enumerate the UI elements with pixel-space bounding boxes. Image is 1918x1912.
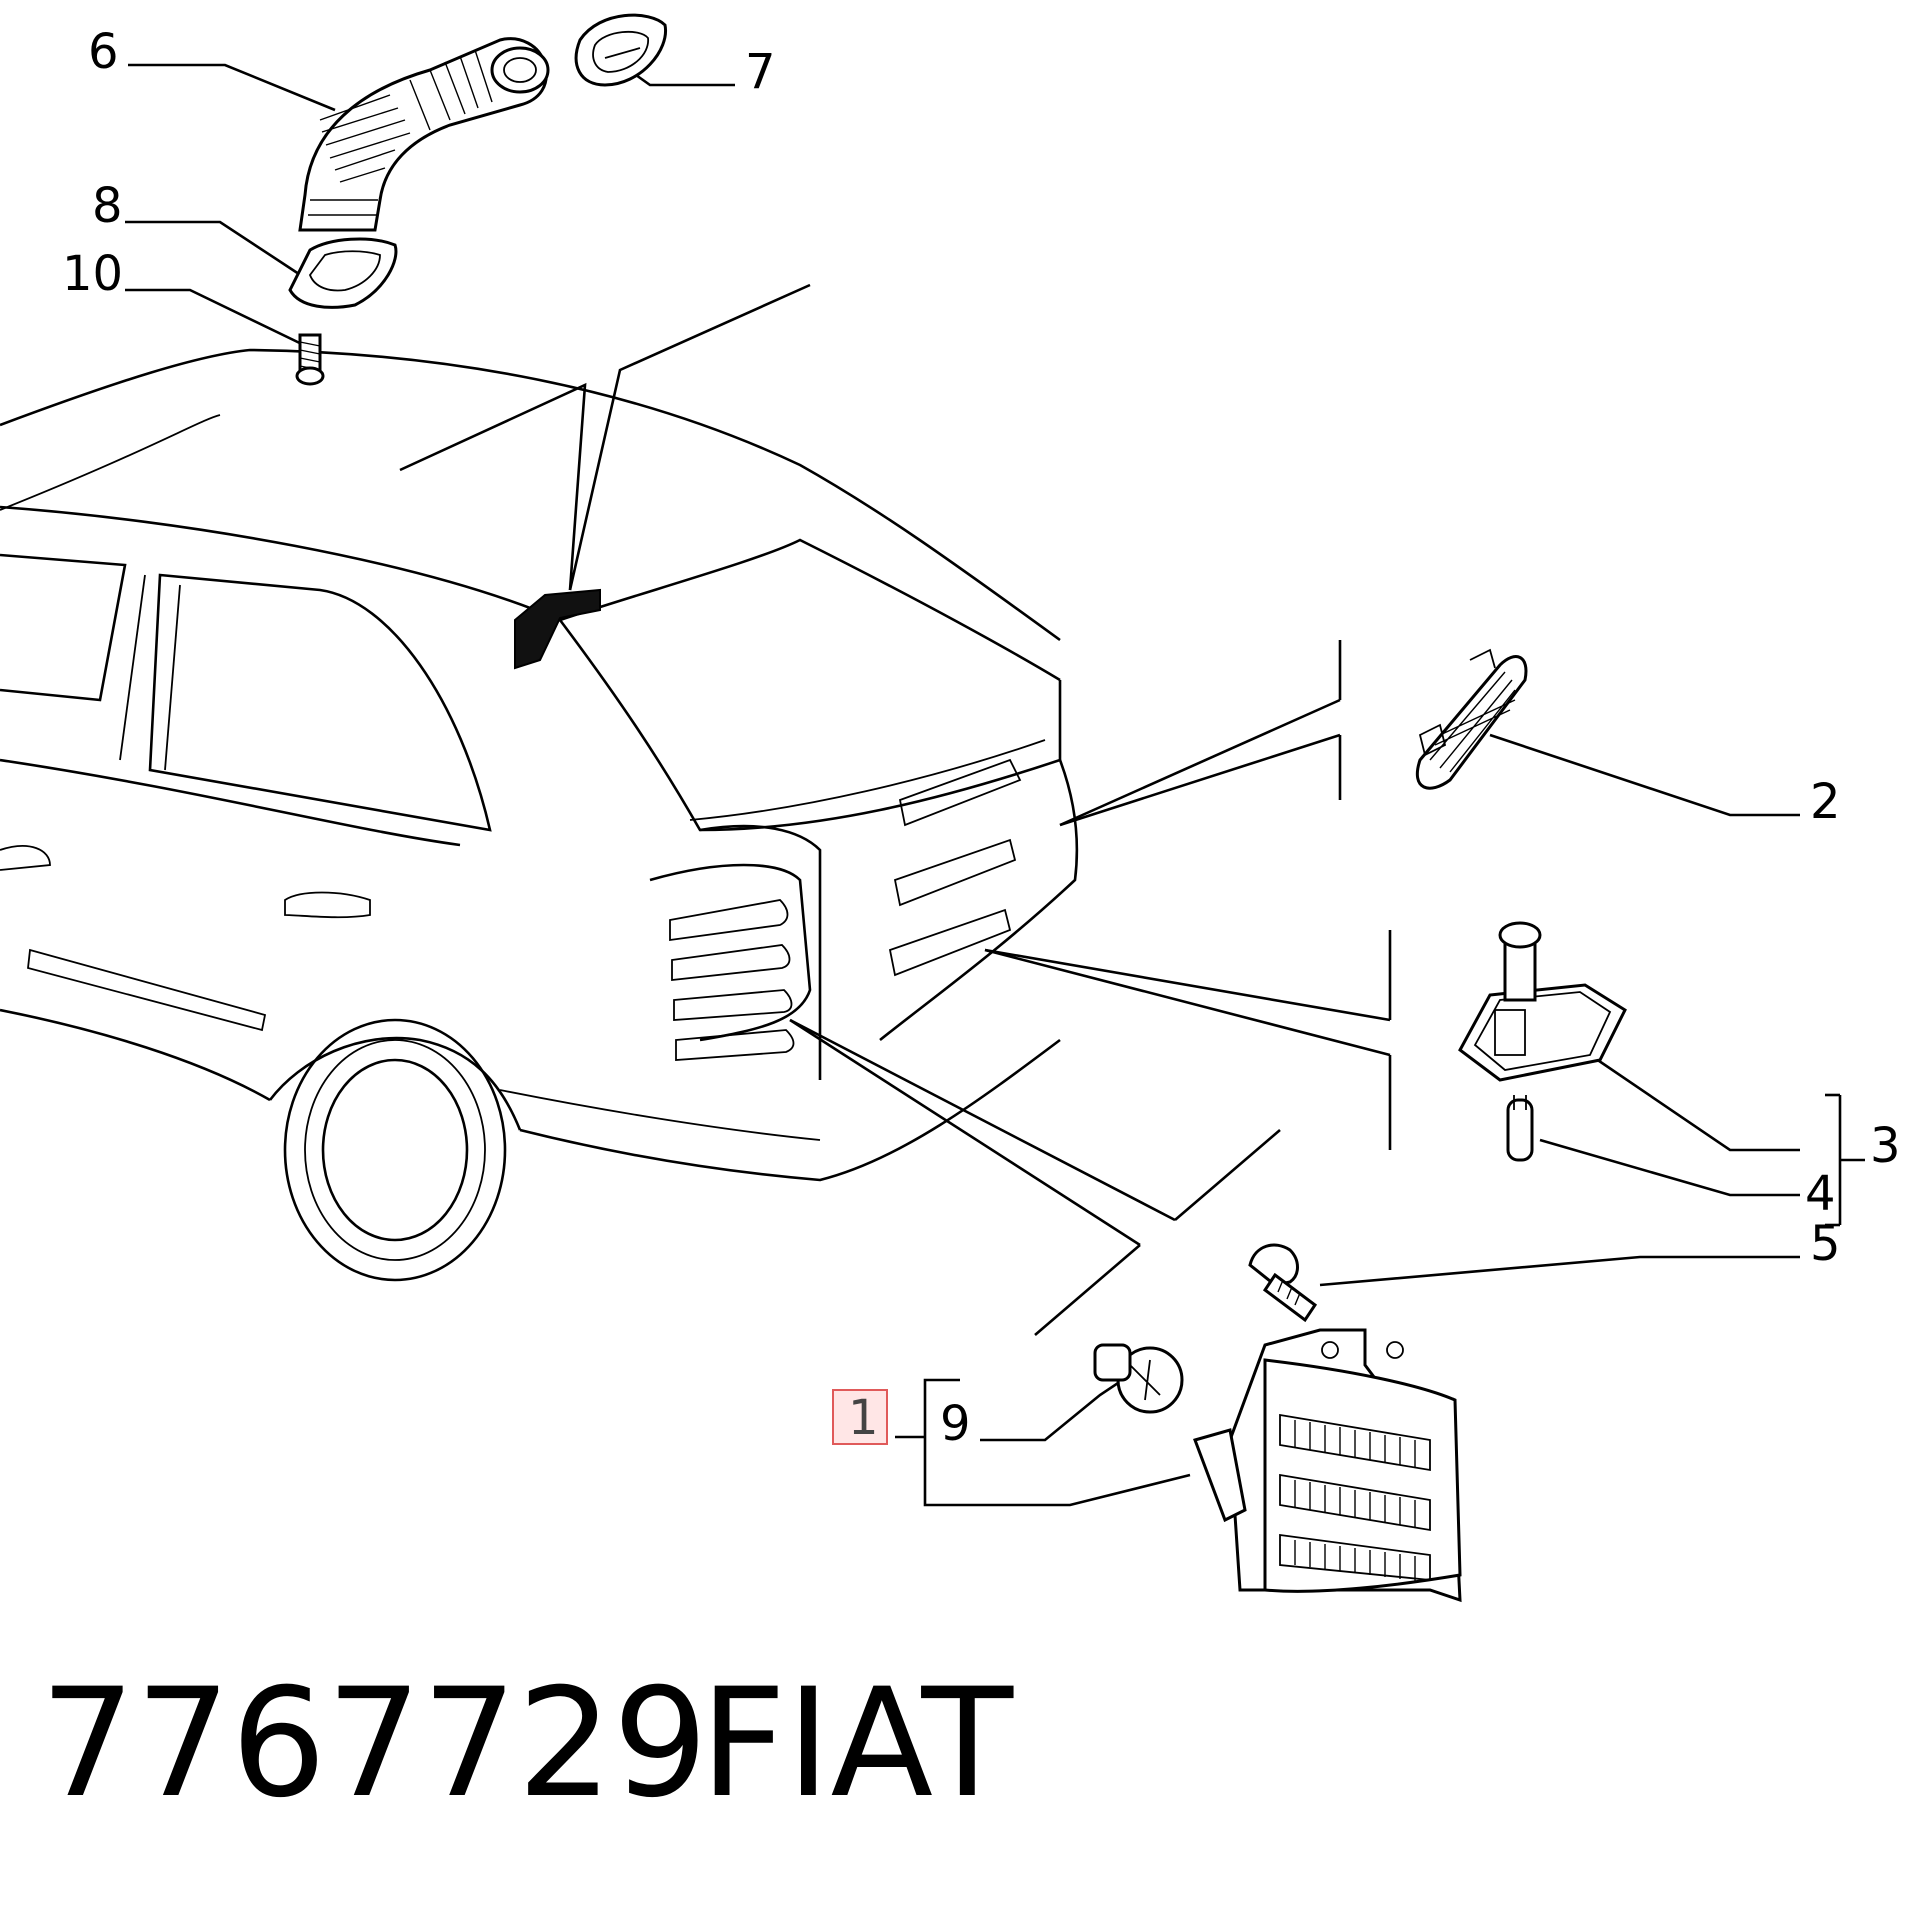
part-9-bulb xyxy=(1093,1343,1184,1414)
callout-labels: 6 7 8 10 2 3 4 5 9 1 xyxy=(62,24,1901,1452)
callout-7: 7 xyxy=(745,44,776,100)
callout-3: 3 xyxy=(1870,1118,1901,1174)
part-4-bulb xyxy=(1506,1095,1534,1162)
car-body-drawing xyxy=(0,348,1079,1282)
part-7-grommet xyxy=(574,13,668,87)
leader-lines xyxy=(125,58,1865,1507)
part-6-duct xyxy=(298,37,550,232)
callout-6: 6 xyxy=(88,24,119,80)
callout-1: 1 xyxy=(848,1390,879,1446)
part-2-side-repeater xyxy=(1415,648,1528,790)
part-3-plate-light xyxy=(1458,921,1627,1082)
callout-1-highlight xyxy=(832,1389,888,1445)
callout-8: 8 xyxy=(92,178,123,234)
part-number: 7767729 xyxy=(40,1657,708,1831)
part-1-tail-lamp xyxy=(1193,1328,1462,1603)
callout-4: 4 xyxy=(1805,1166,1836,1222)
callout-5: 5 xyxy=(1810,1216,1841,1272)
callout-10: 10 xyxy=(62,246,123,302)
part-5-screw xyxy=(1248,1243,1318,1323)
part-8-seal xyxy=(288,237,398,309)
callout-9: 9 xyxy=(940,1396,971,1452)
callout-2: 2 xyxy=(1810,774,1841,830)
part-10-screw xyxy=(295,333,325,386)
brand-name: FIAT xyxy=(700,1657,1014,1831)
